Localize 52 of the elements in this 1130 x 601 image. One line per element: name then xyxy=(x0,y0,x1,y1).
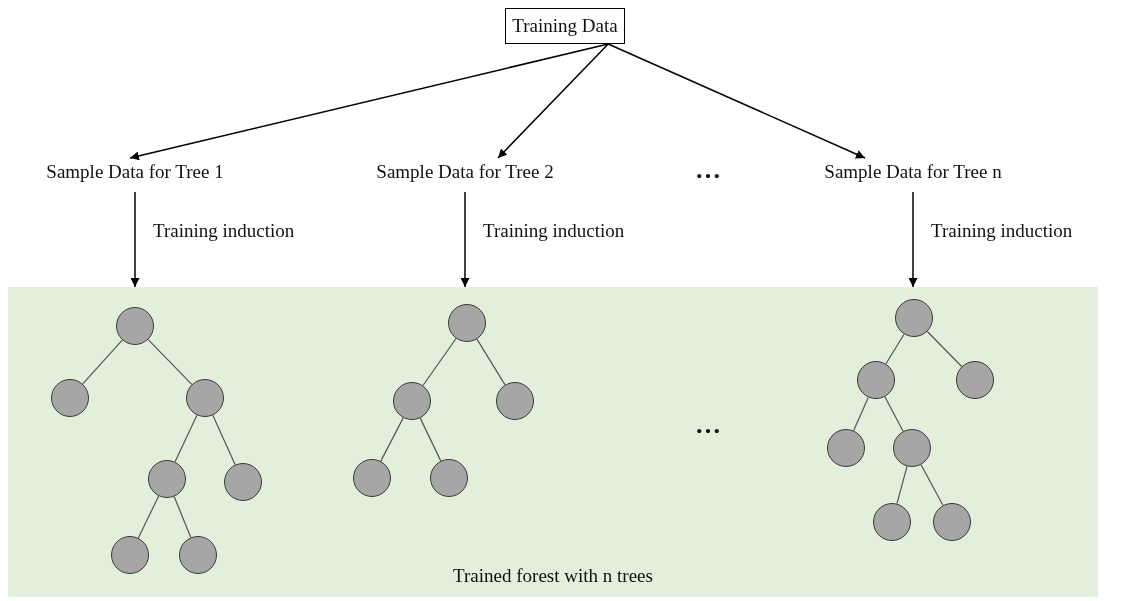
tree-node-circle xyxy=(393,382,431,420)
data-box: Training Data xyxy=(505,8,625,44)
ellipsis: … xyxy=(695,410,721,440)
tree-node-circle xyxy=(448,304,486,342)
tree-node-circle xyxy=(224,463,262,501)
tree-branch-line xyxy=(422,337,457,387)
tree-branch-line xyxy=(174,414,198,463)
tree-branch-line xyxy=(419,417,442,462)
tree-branch-line xyxy=(476,338,506,386)
tree-branch-line xyxy=(853,396,869,432)
sample-label: Sample Data for Tree n xyxy=(824,161,1002,183)
tree-branch-line xyxy=(173,496,192,538)
arrow xyxy=(130,191,140,288)
tree-branch-line xyxy=(212,414,236,466)
tree-node-circle xyxy=(873,503,911,541)
edge-label: Training induction xyxy=(931,220,1073,242)
arrow xyxy=(460,191,470,288)
tree-node-circle xyxy=(186,379,224,417)
tree-node-circle xyxy=(496,382,534,420)
sample-label: Sample Data for Tree 1 xyxy=(46,161,224,183)
tree-branch-line xyxy=(920,464,944,506)
forest-panel xyxy=(8,287,1098,597)
arrow xyxy=(607,43,866,159)
edge-label: Training induction xyxy=(483,220,625,242)
tree-branch-line xyxy=(926,330,963,368)
tree-node-circle xyxy=(353,459,391,497)
arrow xyxy=(908,191,918,288)
tree-branch-line xyxy=(896,465,908,505)
panel-caption: Trained forest with n trees xyxy=(452,565,654,587)
edge-label: Training induction xyxy=(153,220,295,242)
tree-node-circle xyxy=(430,459,468,497)
tree-node-circle xyxy=(51,379,89,417)
tree-node-circle xyxy=(116,307,154,345)
tree-branch-line xyxy=(885,333,905,365)
tree-branch-line xyxy=(82,339,123,385)
tree-node-circle xyxy=(148,460,186,498)
tree-branch-line xyxy=(884,396,904,432)
tree-branch-line xyxy=(147,339,193,385)
arrow xyxy=(129,43,609,161)
tree-node-circle xyxy=(893,429,931,467)
tree-branch-line xyxy=(137,495,160,539)
sample-label: Sample Data for Tree 2 xyxy=(376,161,554,183)
tree-node-circle xyxy=(179,536,217,574)
tree-node-circle xyxy=(857,361,895,399)
tree-node-circle xyxy=(111,536,149,574)
tree-node-circle xyxy=(933,503,971,541)
tree-branch-line xyxy=(380,417,404,462)
tree-node-circle xyxy=(956,361,994,399)
arrow xyxy=(497,43,609,159)
ellipsis: … xyxy=(695,155,721,185)
tree-node-circle xyxy=(895,299,933,337)
tree-node-circle xyxy=(827,429,865,467)
